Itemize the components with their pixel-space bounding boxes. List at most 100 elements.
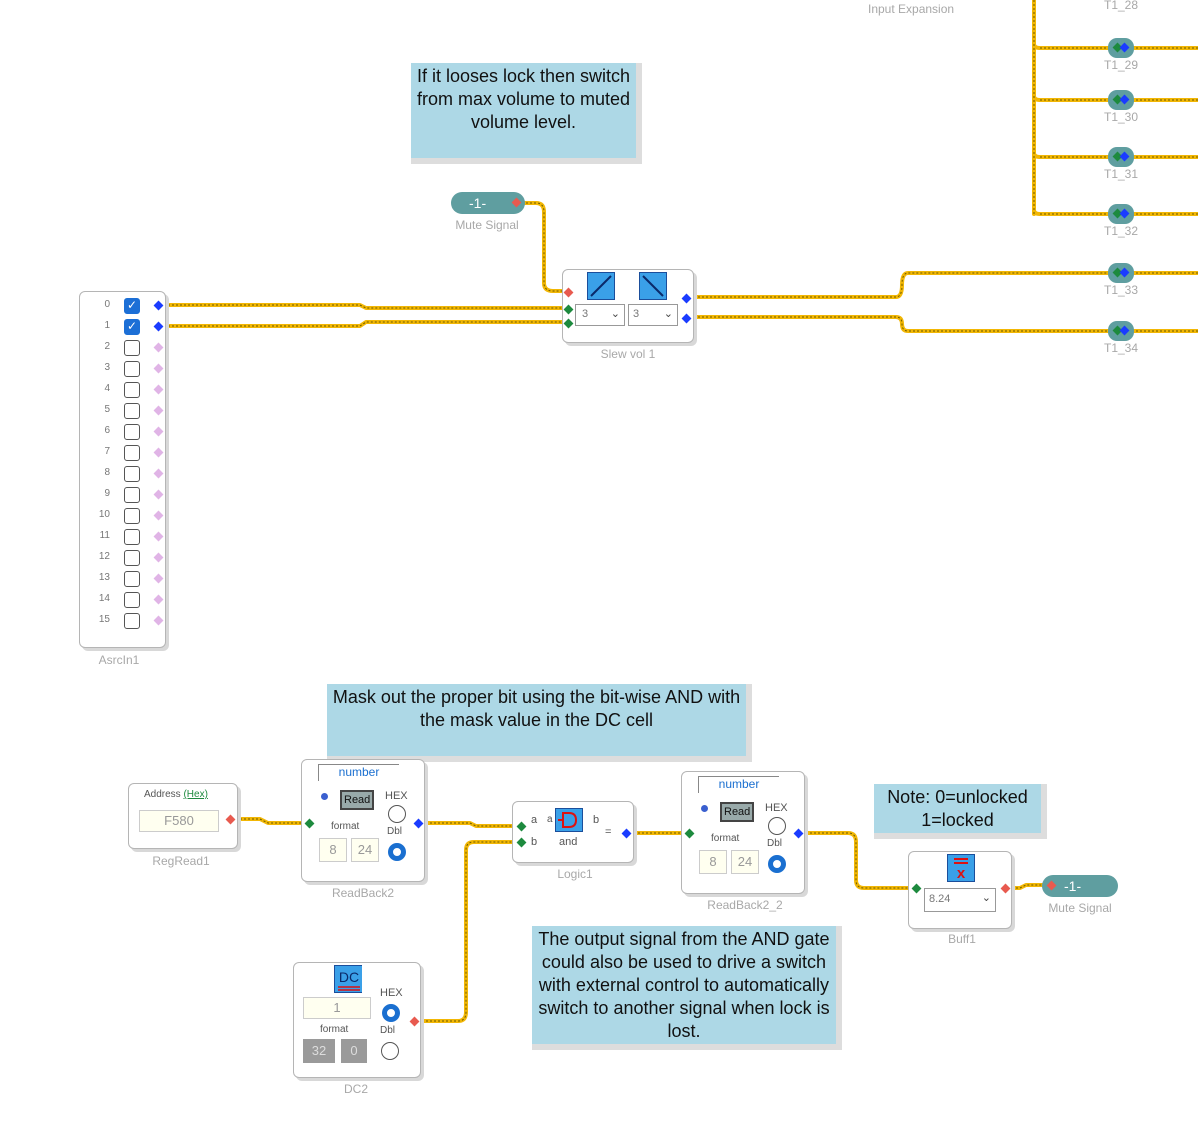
input-pin[interactable] (563, 287, 574, 298)
channel-checkbox[interactable] (124, 445, 140, 461)
regread-block[interactable]: Address (Hex) F580 (128, 783, 238, 849)
format-frac-bits[interactable]: 24 (731, 850, 759, 874)
slew-up-icon[interactable] (587, 272, 615, 300)
output-pin[interactable] (681, 313, 692, 324)
channel-checkbox[interactable] (124, 529, 140, 545)
output-pin[interactable] (409, 1016, 420, 1027)
input-pin[interactable] (516, 837, 527, 848)
dc-block[interactable]: DC 1 HEX format Dbl 32 0 (293, 962, 421, 1078)
output-pin[interactable] (153, 405, 164, 416)
mute-signal-bottom[interactable]: -1- (1042, 875, 1118, 897)
and-gate-icon[interactable] (555, 808, 583, 836)
output-pin[interactable] (1119, 151, 1130, 162)
channel-checkbox[interactable] (124, 424, 140, 440)
input-pin[interactable] (911, 883, 922, 894)
output-pin[interactable] (1000, 883, 1011, 894)
slew-block[interactable]: 3 ⌄ 3 ⌄ (562, 269, 694, 343)
output-pin[interactable] (1119, 42, 1130, 53)
channel-checkbox[interactable] (124, 487, 140, 503)
dc-icon[interactable]: DC (334, 965, 362, 993)
readback2-block[interactable]: number Read HEX format Dbl 8 24 (301, 759, 425, 882)
t-node[interactable] (1108, 38, 1134, 58)
t-node[interactable] (1108, 204, 1134, 224)
buffer-icon[interactable]: x (947, 854, 975, 882)
input-pin[interactable] (563, 304, 574, 315)
input-pin[interactable] (304, 818, 315, 829)
mute-signal-top[interactable]: -1- (451, 192, 525, 214)
output-pin[interactable] (153, 510, 164, 521)
output-pin[interactable] (153, 531, 164, 542)
input-pin[interactable] (684, 828, 695, 839)
readback2-2-block[interactable]: number Read HEX format Dbl 8 24 (681, 771, 805, 894)
channel-checkbox[interactable] (124, 466, 140, 482)
slew-dropdown-2[interactable]: 3 ⌄ (628, 304, 678, 326)
channel-checkbox[interactable]: ✓ (124, 319, 140, 335)
input-pin[interactable] (1046, 880, 1057, 891)
output-pin[interactable] (153, 573, 164, 584)
output-pin[interactable] (153, 300, 164, 311)
channel-checkbox[interactable] (124, 571, 140, 587)
dc-value-field[interactable]: 1 (303, 997, 371, 1019)
slew-down-icon[interactable] (639, 272, 667, 300)
output-pin[interactable] (225, 814, 236, 825)
channel-checkbox[interactable] (124, 382, 140, 398)
output-pin[interactable] (511, 197, 522, 208)
output-pin[interactable] (413, 818, 424, 829)
input-pin[interactable] (563, 318, 574, 329)
format-frac-bits[interactable]: 0 (341, 1039, 367, 1063)
channel-checkbox[interactable] (124, 403, 140, 419)
channel-checkbox[interactable] (124, 508, 140, 524)
output-pin[interactable] (1119, 94, 1130, 105)
output-pin[interactable] (793, 828, 804, 839)
read-button[interactable]: Read (340, 790, 374, 810)
channel-checkbox[interactable]: ✓ (124, 298, 140, 314)
slew-dropdown-2-value: 3 (633, 308, 640, 320)
output-pin[interactable] (153, 489, 164, 500)
output-pin[interactable] (153, 321, 164, 332)
t-node[interactable] (1108, 147, 1134, 167)
dbl-radio[interactable] (768, 855, 786, 873)
output-pin[interactable] (153, 384, 164, 395)
output-pin[interactable] (1119, 208, 1130, 219)
output-pin[interactable] (153, 426, 164, 437)
output-pin[interactable] (153, 342, 164, 353)
hex-radio[interactable] (382, 1004, 400, 1022)
output-pin[interactable] (153, 615, 164, 626)
format-int-bits[interactable]: 8 (699, 850, 727, 874)
output-pin[interactable] (621, 828, 632, 839)
output-pin[interactable] (153, 552, 164, 563)
output-pin[interactable] (153, 468, 164, 479)
output-pin[interactable] (153, 594, 164, 605)
output-pin[interactable] (681, 293, 692, 304)
t-node[interactable] (1108, 321, 1134, 341)
channel-checkbox[interactable] (124, 340, 140, 356)
hex-radio[interactable] (768, 817, 786, 835)
format-frac-bits[interactable]: 24 (351, 838, 379, 862)
channel-checkbox[interactable] (124, 592, 140, 608)
address-field[interactable]: F580 (139, 810, 219, 832)
hex-radio[interactable] (388, 805, 406, 823)
logic-block[interactable]: a b a b = and (512, 801, 634, 863)
buff-dropdown[interactable]: 8.24 ⌄ (924, 888, 996, 912)
slew-dropdown-1[interactable]: 3 ⌄ (575, 304, 625, 326)
buff-block[interactable]: x 8.24 ⌄ (908, 851, 1012, 929)
output-pin[interactable] (153, 447, 164, 458)
read-button[interactable]: Read (720, 802, 754, 822)
output-pin[interactable] (1119, 267, 1130, 278)
hex-link[interactable]: (Hex) (183, 789, 208, 800)
dbl-radio[interactable] (388, 843, 406, 861)
t-node[interactable] (1108, 263, 1134, 283)
input-pin[interactable] (516, 821, 527, 832)
format-int-bits[interactable]: 8 (319, 838, 347, 862)
output-pin[interactable] (153, 363, 164, 374)
dbl-radio[interactable] (381, 1042, 399, 1060)
channel-checkbox[interactable] (124, 361, 140, 377)
format-int-bits[interactable]: 32 (303, 1039, 335, 1063)
t-node[interactable] (1108, 90, 1134, 110)
channel-checkbox[interactable] (124, 613, 140, 629)
output-pin[interactable] (1119, 325, 1130, 336)
channel-index: 7 (104, 446, 110, 457)
channel-checkbox[interactable] (124, 550, 140, 566)
